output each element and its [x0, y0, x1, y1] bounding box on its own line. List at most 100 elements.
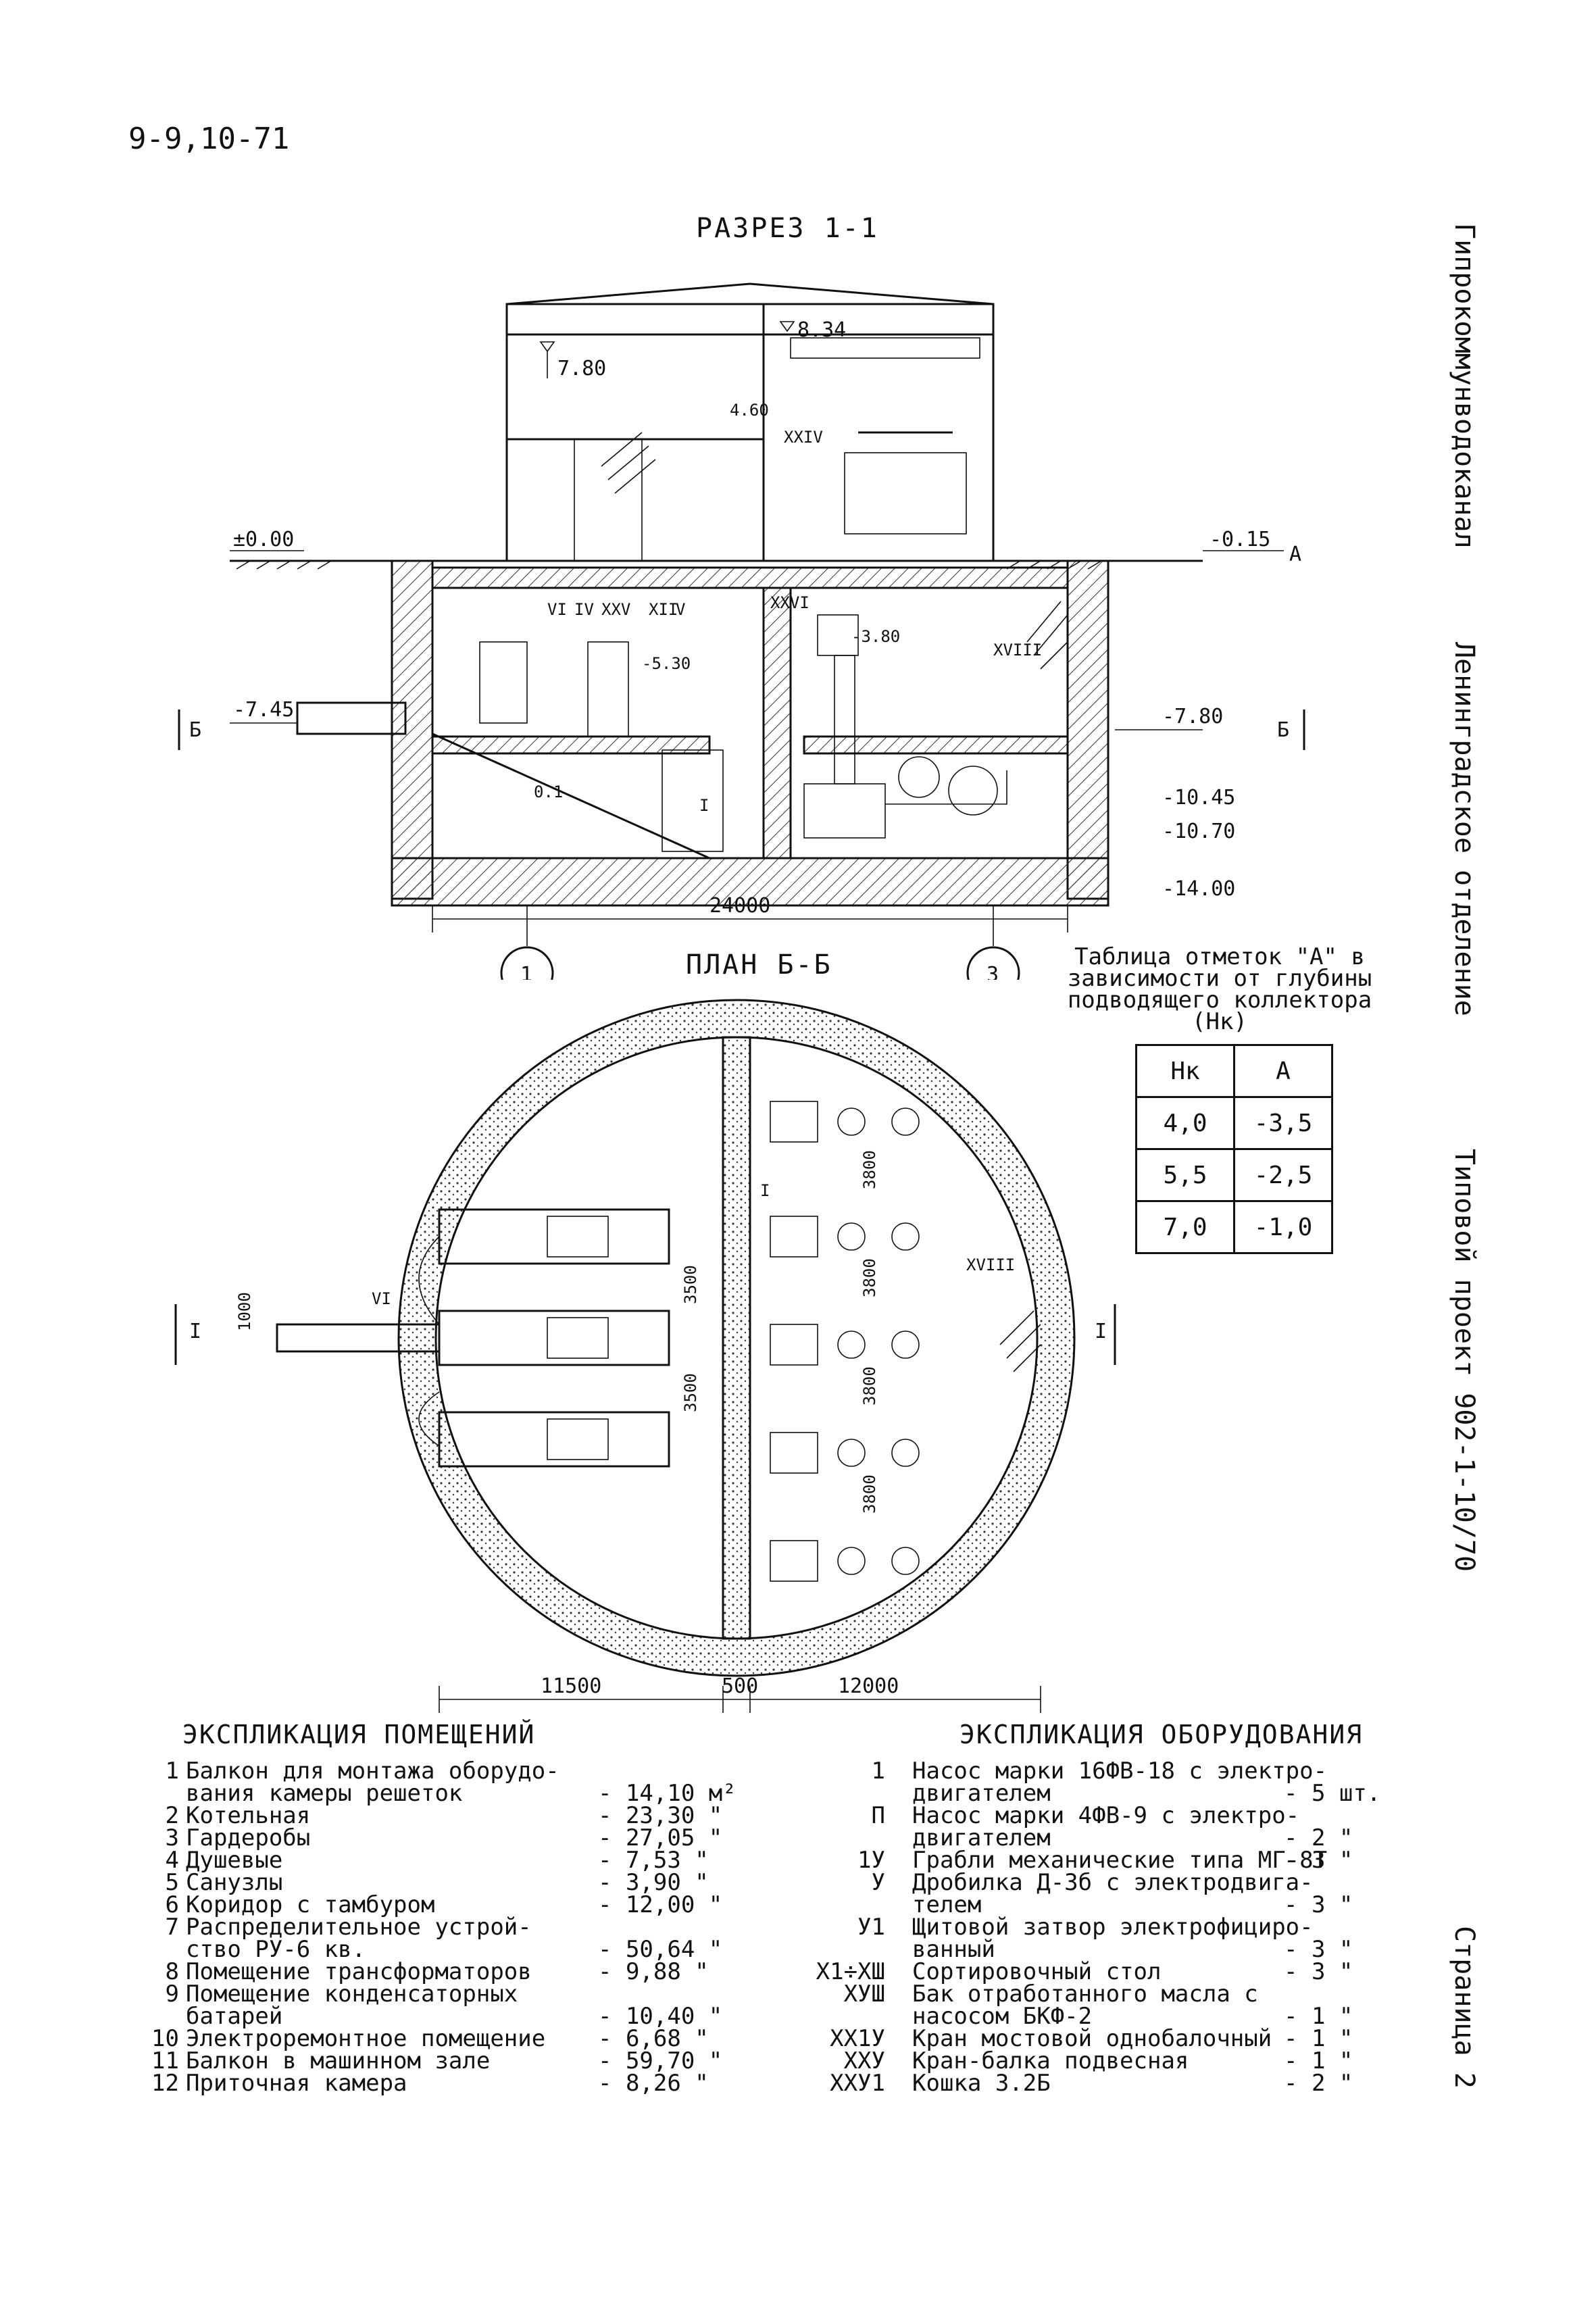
- marks-table-caption: Таблица отметок "А" в зависимости от глу…: [1067, 943, 1372, 1035]
- svg-text:-7.45: -7.45: [233, 698, 294, 722]
- section-drawing: 7.80 8.34 4.60 -3.80 -5.30 ±0.00 -0.15 А…: [178, 282, 1305, 980]
- stair-plan: [999, 1310, 1041, 1372]
- inlet-pipe: [296, 701, 407, 735]
- pump-row-4: [770, 1432, 920, 1474]
- axis-bubble-1: [500, 946, 554, 980]
- mid-slab-right: [803, 735, 1069, 755]
- marks-table-header-hk: Нк: [1135, 1044, 1235, 1098]
- list-item: вания камеры решеток- 14,10 м²: [186, 1780, 737, 1807]
- svg-text:7.80: 7.80: [557, 357, 606, 380]
- crane-beam: [790, 337, 980, 359]
- marks-table-header-a: А: [1233, 1044, 1333, 1098]
- cut-mark-b-left: Б: [189, 718, 201, 742]
- stamp-project: Типовой проект 902-1-10/70: [1449, 1149, 1480, 1572]
- shaft-wall-left: [391, 559, 434, 900]
- elevation-marker-top: 7.80: [539, 341, 606, 380]
- dim-3800b: 3800: [860, 1258, 879, 1297]
- sorting-chamber: [662, 749, 724, 852]
- plan-drawing: 1000 I I VI 3500 3500 3800 3800 3800 380…: [174, 999, 1116, 1713]
- dim-3800c: 3800: [860, 1366, 879, 1405]
- elevation-marker-780: -7.80: [1115, 705, 1223, 730]
- dim-500: 500: [722, 1674, 758, 1698]
- pump-row-1: [770, 1101, 920, 1143]
- dimension-24000: 24000: [709, 894, 770, 918]
- label-xxiv: XXIV: [784, 428, 823, 447]
- top-slab: [431, 566, 1069, 589]
- cut-mark-i-left: I: [189, 1320, 201, 1343]
- svg-text:-0.15: -0.15: [1210, 528, 1270, 551]
- label-xxv: XXV: [601, 600, 630, 619]
- mid-slab-left: [431, 735, 711, 755]
- plan-title: ПЛАН Б-Б: [686, 949, 832, 980]
- slope-label: 0.1: [534, 782, 563, 801]
- stair-left: [601, 432, 656, 494]
- shaft-wall-right: [1066, 559, 1109, 900]
- label-vi-plan: VI: [372, 1289, 391, 1308]
- inner-partition: [762, 587, 792, 860]
- section-title: РАЗРЕЗ 1-1: [696, 213, 879, 244]
- dim-11500: 11500: [541, 1674, 601, 1698]
- screen-unit: [479, 641, 528, 724]
- screen-channel-2: [438, 1310, 670, 1366]
- rooms-explication-title: ЭКСПЛИКАЦИЯ ПОМЕЩЕНИЙ: [182, 1720, 536, 1749]
- sheet-code: 9-9,10-71: [128, 122, 290, 156]
- list-item: ванный- 3 ": [912, 1936, 1353, 1963]
- elevation-marker-745: -7.45: [230, 698, 297, 724]
- dim-3800d: 3800: [860, 1474, 879, 1514]
- main-pump: [803, 783, 886, 839]
- list-item: двигателем- 5 шт.: [912, 1780, 1381, 1807]
- equipment-explication-title: ЭКСПЛИКАЦИЯ ОБОРУДОВАНИЯ: [959, 1720, 1364, 1749]
- screen-channel-3: [438, 1411, 670, 1468]
- svg-text:8.34: 8.34: [797, 318, 846, 342]
- discharge-pipe: [885, 770, 1007, 805]
- superstructure-outline: [505, 303, 995, 562]
- screen-3: [547, 1418, 609, 1460]
- pump-row-2: [770, 1216, 920, 1258]
- dim-1000: 1000: [235, 1292, 254, 1331]
- crusher-unit: [587, 641, 629, 737]
- elevation-1045: -10.45: [1162, 786, 1235, 810]
- central-partition: [722, 1036, 751, 1640]
- stamp-page: Страница 2: [1449, 1926, 1480, 2089]
- elevation-460: 4.60: [730, 401, 769, 420]
- pump-row-3: [770, 1324, 920, 1366]
- label-i-plan: I: [760, 1181, 770, 1200]
- elevation-1400: -14.00: [1162, 877, 1235, 901]
- dim-3800a: 3800: [860, 1150, 879, 1189]
- axis-1-label: 1: [520, 963, 532, 980]
- foundation-slab: [391, 857, 1109, 907]
- valve-2: [948, 766, 998, 816]
- label-vi: VI: [547, 600, 567, 619]
- label-iv: IV: [574, 600, 594, 619]
- switchgear-cabinet: [844, 452, 967, 534]
- flow-bends: [418, 1236, 440, 1447]
- svg-text:±0.00: ±0.00: [233, 528, 294, 551]
- axis-bubble-3: [966, 946, 1020, 980]
- table-row: 7,0 -1,0: [1135, 1200, 1333, 1254]
- label-i: I: [699, 796, 709, 815]
- pump-row-5: [770, 1540, 920, 1582]
- cut-mark-i-right: I: [1095, 1320, 1107, 1343]
- roof-outline: [506, 282, 994, 305]
- elevation-marker-015: -0.15 А: [1203, 528, 1301, 566]
- dim-12000: 12000: [838, 1674, 899, 1698]
